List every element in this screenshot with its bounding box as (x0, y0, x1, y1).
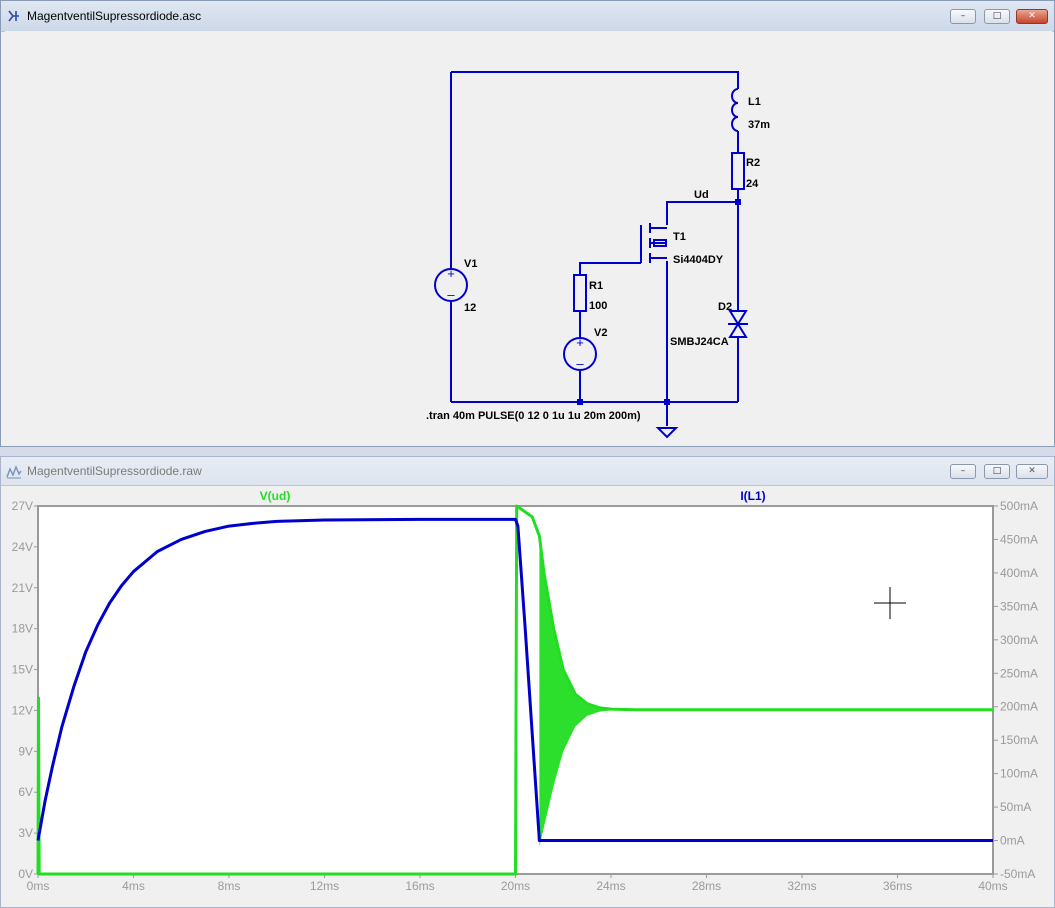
junction-ud (735, 199, 741, 205)
spice-directive: .tran 40m PULSE(0 12 0 1u 1u 20m 200m) (426, 410, 641, 422)
x-tick-label: 0ms (27, 879, 50, 893)
L1-value: 37m (748, 119, 770, 131)
resistor-R1 (573, 274, 587, 312)
D2-value: SMBJ24CA (670, 336, 729, 348)
vud-ringing-envelope (539, 535, 611, 847)
y-right-tick-label: 150mA (1000, 733, 1038, 747)
crosshair-cursor (874, 587, 906, 619)
junction-v2 (577, 399, 583, 405)
junction-gnd (664, 399, 670, 405)
y-left-tick-label: 18V (12, 622, 33, 636)
x-tick-label: 36ms (883, 879, 912, 893)
y-right-tick-label: 250mA (1000, 666, 1038, 680)
V1-value: 12 (464, 302, 476, 314)
wires (450, 71, 739, 426)
waveform-maximize-button[interactable]: □ (984, 464, 1010, 479)
T1-name: T1 (673, 231, 686, 243)
y-left-tick-label: 12V (12, 703, 33, 717)
y-right-tick-label: 200mA (1000, 700, 1038, 714)
schematic-canvas[interactable]: + – + – (5, 31, 1052, 444)
net-label-ud: Ud (694, 189, 709, 201)
inductor-L1 (731, 88, 739, 132)
y-right-tick-label: 450mA (1000, 532, 1038, 546)
x-tick-label: 40ms (978, 879, 1007, 893)
resistor-R2 (731, 152, 745, 190)
legend-vud[interactable]: V(ud) (260, 489, 291, 503)
x-tick-label: 4ms (122, 879, 145, 893)
voltage-source-V2: + – (563, 335, 597, 371)
schematic-drawing: + – + – (426, 71, 770, 439)
waveform-titlebar[interactable]: MagentventilSupressordiode.raw – □ ✕ (1, 457, 1054, 486)
waveform-close-button[interactable]: ✕ (1016, 464, 1048, 479)
x-tick-label: 16ms (405, 879, 434, 893)
y-right-tick-label: 0mA (1000, 834, 1025, 848)
y-right-tick-label: 100mA (1000, 767, 1038, 781)
x-tick-label: 12ms (310, 879, 339, 893)
close-button[interactable]: ✕ (1016, 9, 1048, 24)
x-tick-label: 8ms (218, 879, 241, 893)
y-right-tick-label: 50mA (1000, 800, 1031, 814)
waveform-app-icon (6, 465, 22, 479)
y-left-tick-label: 15V (12, 663, 33, 677)
minimize-button[interactable]: – (950, 9, 976, 24)
y-right-tick-label: 500mA (1000, 499, 1038, 513)
x-tick-label: 32ms (787, 879, 816, 893)
legend-il1[interactable]: I(L1) (740, 489, 765, 503)
waveform-plot[interactable]: 0ms 4ms 8ms 12ms 16ms 20ms 24ms 28ms 32ms 36ms 40m… (1, 485, 1054, 907)
y-left-tick-label: 21V (12, 581, 33, 595)
maximize-button[interactable]: □ (984, 9, 1010, 24)
x-tick-label: 20ms (501, 879, 530, 893)
y-left-tick-label: 0V (18, 867, 33, 881)
svg-text:–: – (576, 356, 584, 371)
y-right-tick-label: 350mA (1000, 599, 1038, 613)
svg-text:+: + (447, 266, 455, 281)
ground-symbol (655, 427, 679, 439)
waveform-minimize-button[interactable]: – (950, 464, 976, 479)
trace-vud[interactable] (36, 504, 993, 876)
R2-value: 24 (746, 178, 759, 190)
x-tick-label: 28ms (692, 879, 721, 893)
R1-name: R1 (589, 280, 603, 292)
D2-name: D2 (718, 301, 732, 313)
x-tick-label: 24ms (596, 879, 625, 893)
schematic-window-title: MagentventilSupressordiode.asc (27, 9, 202, 23)
R1-value: 100 (589, 300, 607, 312)
y-right-tick-label: -50mA (1000, 867, 1035, 881)
schematic-app-icon (8, 10, 19, 22)
svg-text:+: + (576, 335, 584, 350)
y-left-tick-label: 3V (18, 826, 33, 840)
trace-il1[interactable] (36, 517, 993, 843)
R2-name: R2 (746, 157, 760, 169)
L1-name: L1 (748, 96, 761, 108)
schematic-window[interactable]: MagentventilSupressordiode.asc – □ ✕ (0, 0, 1055, 447)
V1-name: V1 (464, 258, 477, 270)
V2-name: V2 (594, 327, 607, 339)
schematic-titlebar[interactable]: MagentventilSupressordiode.asc – □ ✕ (1, 1, 1054, 32)
T1-value: Si4404DY (673, 254, 724, 266)
y-left-tick-label: 9V (18, 744, 33, 758)
tvs-diode-D2 (728, 310, 748, 338)
waveform-window-title: MagentventilSupressordiode.raw (27, 464, 202, 478)
y-left-tick-label: 24V (12, 540, 33, 554)
mosfet-T1 (640, 223, 667, 263)
y-left-tick-label: 27V (12, 499, 33, 513)
y-right-tick-label: 300mA (1000, 633, 1038, 647)
voltage-source-V1: + – (434, 266, 468, 302)
y-left-tick-label: 6V (18, 785, 33, 799)
y-right-tick-label: 400mA (1000, 566, 1038, 580)
waveform-window[interactable]: MagentventilSupressordiode.raw – □ ✕ 0ms… (0, 456, 1055, 908)
svg-text:–: – (447, 287, 455, 302)
